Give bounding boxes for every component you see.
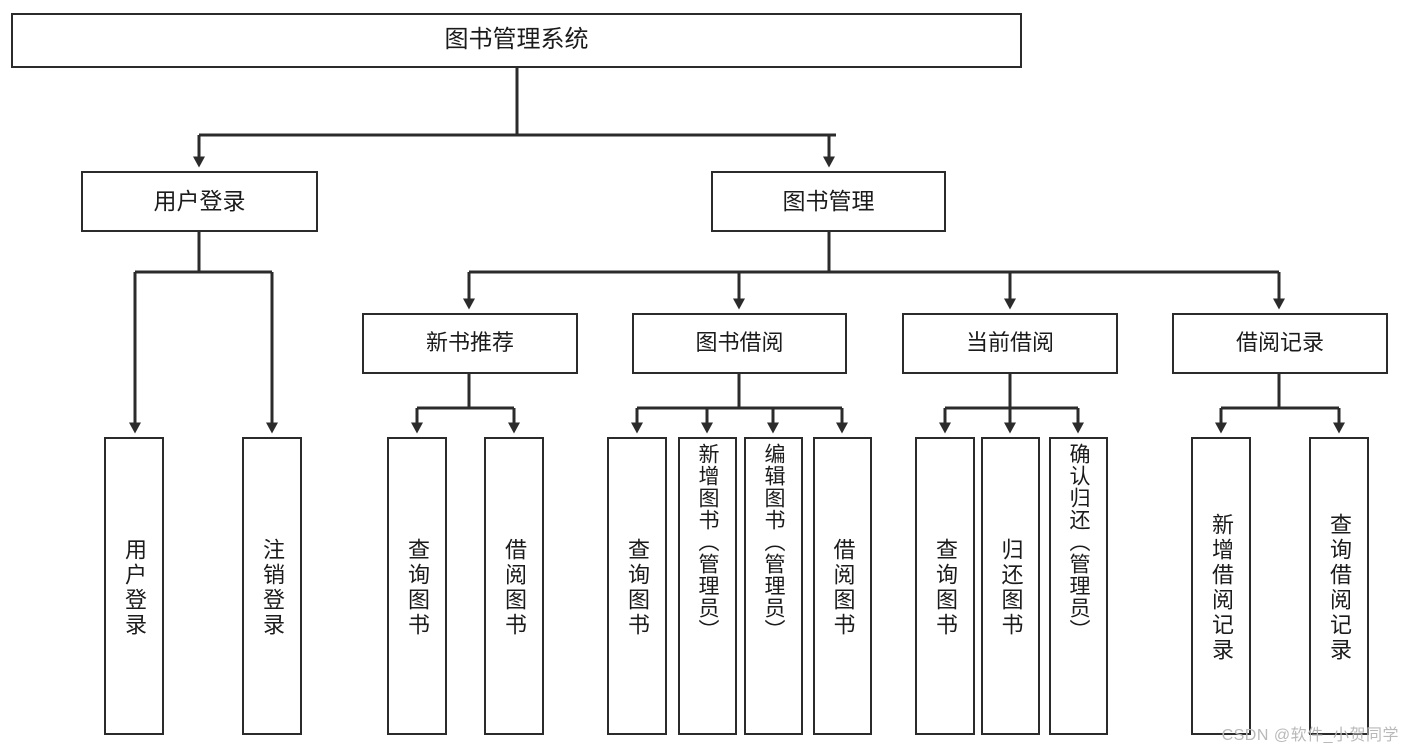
leaf-label: 查询图书 (405, 538, 430, 638)
leaf-query-borrow-record[interactable]: 查询借阅记录 (1309, 437, 1369, 735)
leaf-label: 查询图书 (933, 538, 958, 638)
leaf-query-book-recommend[interactable]: 查询图书 (387, 437, 447, 735)
leaf-label: 借阅图书 (830, 538, 856, 638)
leaf-label: 用户登录 (122, 538, 147, 638)
leaf-label: 查询图书 (625, 538, 650, 638)
leaf-label: 归还图书 (998, 538, 1024, 638)
leaf-borrow-book-recommend[interactable]: 借阅图书 (484, 437, 544, 735)
node-book-borrow[interactable]: 图书借阅 (632, 313, 847, 374)
leaf-label: 查询借阅记录 (1327, 513, 1352, 663)
csdn-watermark: CSDN @软件_小贺同学 (1221, 727, 1399, 744)
node-book-management[interactable]: 图书管理 (711, 171, 946, 232)
leaf-user-logout[interactable]: 注销登录 (242, 437, 302, 735)
leaf-query-book-borrow[interactable]: 查询图书 (607, 437, 667, 735)
node-label: 借阅记录 (1235, 330, 1324, 356)
node-label: 图书管理系统 (444, 26, 589, 54)
leaf-user-login[interactable]: 用户登录 (104, 437, 164, 735)
leaf-label: 借阅图书 (502, 538, 527, 638)
leaf-label: 编辑图书（管理员） (762, 443, 785, 641)
leaf-label: 注销登录 (260, 538, 285, 638)
node-label: 图书借阅 (695, 330, 784, 356)
leaf-return-book[interactable]: 归还图书 (981, 437, 1040, 735)
node-label: 图书管理 (782, 187, 875, 214)
node-book-management-system[interactable]: 图书管理系统 (11, 13, 1022, 68)
leaf-query-book-current[interactable]: 查询图书 (915, 437, 975, 735)
leaf-borrow-book-borrow[interactable]: 借阅图书 (813, 437, 872, 735)
node-borrow-record[interactable]: 借阅记录 (1172, 313, 1388, 374)
leaf-label: 确认归还（管理员） (1067, 443, 1090, 641)
node-current-borrow[interactable]: 当前借阅 (902, 313, 1118, 374)
node-label: 当前借阅 (965, 330, 1054, 356)
leaf-label: 新增图书（管理员） (696, 443, 719, 641)
leaf-confirm-return-admin[interactable]: 确认归还（管理员） (1049, 437, 1108, 735)
node-label: 用户登录 (153, 187, 246, 214)
leaf-label: 新增借阅记录 (1209, 513, 1234, 663)
leaf-edit-book-admin[interactable]: 编辑图书（管理员） (744, 437, 803, 735)
leaf-add-book-admin[interactable]: 新增图书（管理员） (678, 437, 737, 735)
leaf-add-borrow-record[interactable]: 新增借阅记录 (1191, 437, 1251, 735)
node-label: 新书推荐 (425, 330, 514, 356)
node-user-login[interactable]: 用户登录 (81, 171, 318, 232)
node-new-book-recommend[interactable]: 新书推荐 (362, 313, 578, 374)
